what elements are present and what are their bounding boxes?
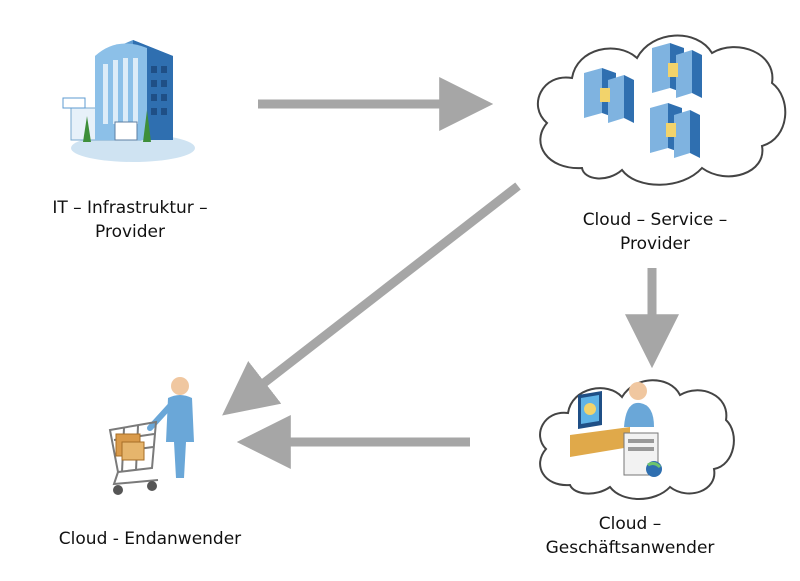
cloud-business-user-label-line2: Geschäftsanwender [545, 538, 715, 558]
cloud-service-provider-label-line1: Cloud – Service – [582, 210, 728, 230]
shopping-cart-person-icon [108, 377, 194, 495]
cloud-service-provider-label: Cloud – Service – Provider [545, 208, 765, 256]
cloud-end-user-label-line1: Cloud - Endanwender [58, 529, 242, 549]
it-provider-label: IT – Infrastruktur – Provider [30, 196, 230, 244]
it-provider-label-line2: Provider [95, 222, 165, 242]
cloud-business-user-label: Cloud – Geschäftsanwender [530, 512, 730, 560]
arrow-service-to-enduser [222, 182, 521, 416]
office-building-icon [62, 40, 195, 162]
server-rack-icon [650, 103, 700, 158]
workstation-cloud-icon [539, 379, 735, 500]
server-rack-icon [652, 43, 702, 98]
cloud-service-provider-label-line2: Provider [620, 234, 690, 254]
cloud-end-user-label: Cloud - Endanwender [30, 527, 270, 551]
server-rack-icon [584, 68, 634, 123]
it-provider-label-line1: IT – Infrastruktur – [52, 198, 208, 218]
cloud-business-user-label-line1: Cloud – [598, 514, 662, 534]
cloud-end-user-node [100, 372, 210, 507]
cloud-business-user-node [530, 365, 735, 505]
it-provider-node [55, 30, 205, 170]
cloud-service-provider-node [522, 18, 792, 193]
server-cloud-icon [536, 34, 787, 186]
